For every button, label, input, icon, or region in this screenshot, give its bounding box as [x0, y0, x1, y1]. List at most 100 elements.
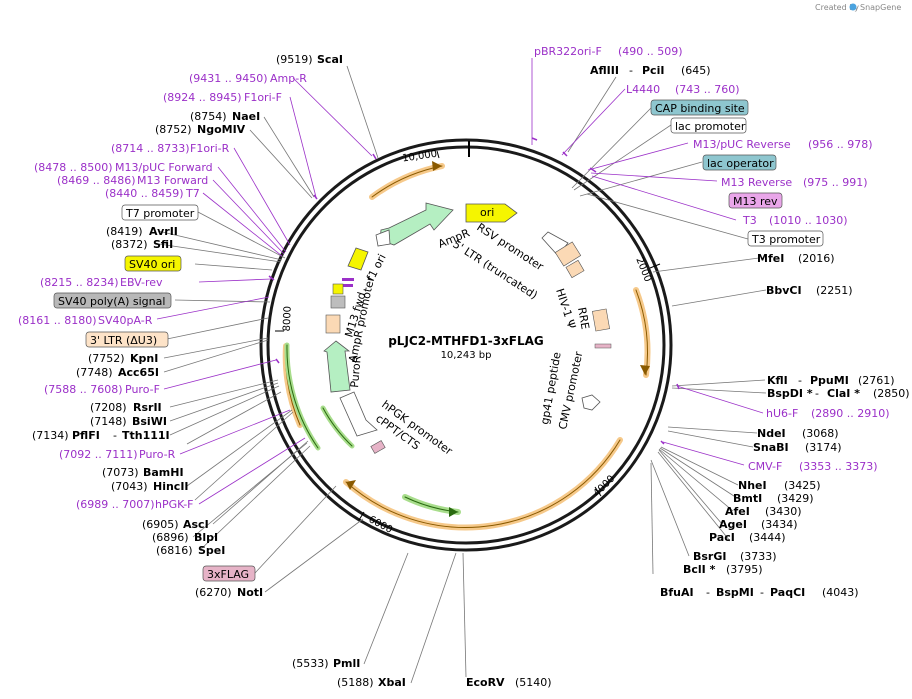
site-name[interactable]: Tth111I	[122, 429, 170, 442]
feature-box-label[interactable]: T7 promoter	[125, 207, 195, 220]
site-pos: (3068)	[802, 427, 839, 440]
site-name[interactable]: PpuMI	[810, 374, 849, 387]
feature-box-label[interactable]: 3' LTR (ΔU3)	[90, 334, 157, 347]
site-name[interactable]: BsiWI	[132, 415, 167, 428]
primer-label[interactable]: T3	[742, 214, 757, 227]
primer-label[interactable]: M13/pUC Forward	[115, 161, 213, 174]
site-pos: (3795)	[726, 563, 763, 576]
primer-label[interactable]: F1ori-R	[190, 142, 230, 155]
inner-features: ori AmpR M13 fwd f1 ori AmpR promoter Pu…	[323, 202, 612, 458]
primer-range: (8714 .. 8733)	[111, 142, 190, 155]
site-pos: (3429)	[777, 492, 814, 505]
site-name[interactable]: NheI	[738, 479, 767, 492]
site-name[interactable]: Acc65I	[118, 366, 159, 379]
feature-box-label[interactable]: 3xFLAG	[207, 568, 249, 581]
site-name[interactable]: NgoMIV	[197, 123, 246, 136]
feature-box-label[interactable]: SV40 poly(A) signal	[58, 295, 165, 308]
site-name[interactable]: PmlI	[333, 657, 360, 670]
primer-label[interactable]: L4440	[626, 83, 660, 96]
primer-range: (8478 .. 8500)	[34, 161, 113, 174]
site-name[interactable]: BlpI	[194, 531, 218, 544]
site-name[interactable]: MfeI	[757, 252, 784, 265]
tick-label-2000: 2000	[633, 256, 653, 284]
site-name[interactable]: PflFI	[72, 429, 100, 442]
site-name[interactable]: BclI *	[683, 563, 716, 576]
site-name[interactable]: PaqCI	[770, 586, 805, 599]
ampr-promoter-arrow	[375, 229, 391, 247]
primer-label[interactable]: CMV-F	[748, 460, 782, 473]
primer-label[interactable]: Amp-R	[270, 72, 307, 85]
primer-label[interactable]: pBR322ori-F	[534, 45, 602, 58]
site-pos: (5140)	[515, 676, 552, 689]
site-pos: (4043)	[822, 586, 859, 599]
site-name[interactable]: PciI	[642, 64, 664, 77]
site-name[interactable]: KpnI	[130, 352, 158, 365]
tick-label-8000: 8000	[282, 306, 294, 332]
primer-label[interactable]: M13 Forward	[137, 174, 208, 187]
site-pos: (5533)	[292, 657, 329, 670]
site-name[interactable]: AvrII	[149, 225, 178, 238]
feature-box-label[interactable]: lac promoter	[675, 120, 746, 133]
site-pos: (3733)	[740, 550, 777, 563]
site-name[interactable]: BspDI *	[767, 387, 813, 400]
site-name[interactable]: RsrII	[133, 401, 162, 414]
site-name[interactable]: BbvCI	[766, 284, 802, 297]
site-name[interactable]: KflI	[767, 374, 788, 387]
primer-range: (7588 .. 7608)	[44, 383, 123, 396]
site-name[interactable]: AscI	[183, 518, 209, 531]
site-pos: (2850)	[873, 387, 910, 400]
primer-label[interactable]: F1ori-F	[244, 91, 282, 104]
site-name[interactable]: XbaI	[378, 676, 406, 689]
site-name[interactable]: SfiI	[153, 238, 173, 251]
site-name[interactable]: BspMI	[716, 586, 754, 599]
primer-range: (956 .. 978)	[808, 138, 873, 151]
site-name[interactable]: BmtI	[733, 492, 762, 505]
site-name[interactable]: NdeI	[757, 427, 786, 440]
site-pos: (3174)	[805, 441, 842, 454]
primer-label[interactable]: SV40pA-R	[98, 314, 153, 327]
site-name[interactable]: BsrGI	[693, 550, 726, 563]
site-name[interactable]: BamHI	[143, 466, 184, 479]
feature-box-label[interactable]: SV40 ori	[129, 258, 175, 271]
primer-label[interactable]: M13 Reverse	[721, 176, 792, 189]
site-pos: (9519)	[276, 53, 313, 66]
site-name[interactable]: ScaI	[317, 53, 343, 66]
primer-label[interactable]: M13/pUC Reverse	[693, 138, 791, 151]
svg-text:-: -	[113, 429, 117, 442]
feature-box-label[interactable]: CAP binding site	[655, 102, 745, 115]
site-pos: (7208)	[90, 401, 127, 414]
primer-label[interactable]: Puro-F	[125, 383, 160, 396]
primer-range: (8161 .. 8180)	[18, 314, 97, 327]
primer-range: (2890 .. 2910)	[811, 407, 890, 420]
site-name[interactable]: ClaI *	[827, 387, 860, 400]
primer-label[interactable]: T7	[185, 187, 200, 200]
feature-box-label[interactable]: T3 promoter	[751, 233, 821, 246]
site-name[interactable]: AgeI	[719, 518, 747, 531]
primer-leader-lines	[156, 58, 764, 505]
site-pos: (2251)	[816, 284, 853, 297]
primer-label[interactable]: hU6-F	[766, 407, 798, 420]
site-name[interactable]: SpeI	[198, 544, 225, 557]
feature-box-label[interactable]: M13 rev	[733, 195, 778, 208]
site-name[interactable]: AflIII	[590, 64, 619, 77]
primer-label[interactable]: Puro-R	[139, 448, 176, 461]
ltr5-block-2	[565, 259, 585, 279]
site-name[interactable]: EcoRV	[466, 676, 505, 689]
snapgene-logo-icon	[849, 3, 857, 11]
backbone-inner	[266, 145, 666, 545]
site-name[interactable]: PacI	[709, 531, 735, 544]
site-pos: (6896)	[152, 531, 189, 544]
primer-tick-marks	[268, 137, 680, 445]
site-name[interactable]: NotI	[237, 586, 263, 599]
site-name[interactable]: NaeI	[232, 110, 260, 123]
primer-label[interactable]: hPGK-F	[155, 498, 193, 511]
site-name[interactable]: HincII	[153, 480, 189, 493]
primer-label[interactable]: EBV-rev	[120, 276, 163, 289]
site-name[interactable]: SnaBI	[753, 441, 789, 454]
primer-labels: pBR322ori-F (490 .. 509) L4440 (743 .. 7…	[18, 45, 890, 511]
gp41-block	[594, 343, 612, 349]
feature-box-label[interactable]: lac operator	[707, 157, 774, 170]
site-name[interactable]: AfeI	[725, 505, 750, 518]
site-name[interactable]: BfuAI	[660, 586, 694, 599]
